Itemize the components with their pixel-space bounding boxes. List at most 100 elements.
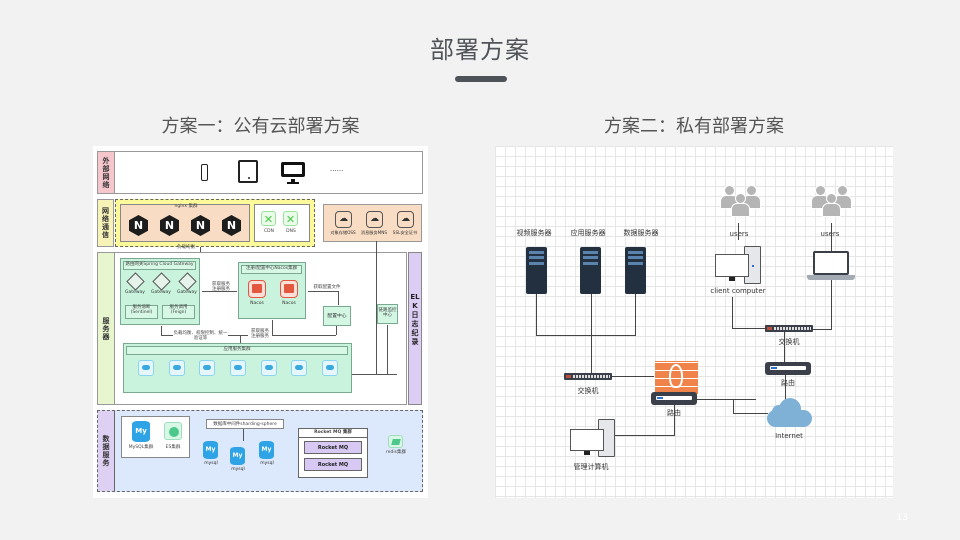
- internet-label: Internet: [775, 432, 803, 440]
- cloud-service-item: ☁消息服务MNS: [359, 209, 389, 241]
- mysql-cluster-icon: My: [132, 421, 150, 442]
- rocketmq-node: Rocket MQ: [304, 458, 362, 471]
- mysql-db-icon: My: [230, 447, 245, 465]
- nginx-cluster-label: nginx 集群: [174, 204, 198, 209]
- server-rack-icon: [580, 247, 601, 294]
- gateway-icon: [126, 272, 145, 291]
- layer-label-network: 网络通信: [101, 207, 110, 239]
- router-left-icon: [651, 392, 697, 405]
- dns-icon: ✕: [283, 211, 298, 226]
- dns-label: DNS: [286, 229, 296, 234]
- config-center: 配置中心: [323, 306, 351, 326]
- es-cluster-label: ES集群: [165, 445, 181, 450]
- gateway-node: Gateway: [176, 272, 198, 299]
- router-right-icon: [765, 362, 811, 375]
- gateway-cluster-title: 路由网关Spring Cloud Gateway: [123, 261, 196, 270]
- switch-right-icon: [765, 325, 813, 332]
- tablet-icon: [238, 160, 258, 183]
- users-left-icon: [717, 183, 762, 223]
- monitor-center: 链路监控中心: [377, 304, 398, 324]
- elk-label: ELK日志纪录: [410, 293, 420, 347]
- cdn-icon: ✕: [261, 211, 276, 226]
- private-deployment-diagram: 视频服务器 应用服务器 数据服务器 交换机 路由 管理计算机 users use…: [495, 146, 893, 498]
- mysql-label: mysql: [260, 461, 274, 466]
- server-label-app: 应用服务器: [570, 229, 606, 237]
- feign-box: 服务调用 (Feign): [162, 305, 195, 319]
- more-devices: ......: [330, 165, 344, 173]
- sentinel-box: 服务熔断 (Sentinel): [125, 305, 158, 319]
- cloud-app-icon: [172, 365, 181, 370]
- cloud-app-icon: [233, 365, 242, 370]
- cloud-service-item: ☁ SSL安全证书: [390, 209, 420, 241]
- app-service-node: [168, 360, 185, 376]
- label-gw-nacos: 获取服务 注册服务: [212, 282, 230, 292]
- cloud-service-label: SSL安全证书: [392, 230, 418, 235]
- title-underline: [455, 76, 507, 82]
- admin-computer-label: 管理计算机: [573, 463, 609, 471]
- gateway-label: Gateway: [125, 290, 145, 295]
- gateway-icon: [152, 272, 171, 291]
- router-right-label: 路由: [781, 379, 795, 387]
- redis-label: redis集群: [386, 450, 406, 455]
- app-service-node: [260, 360, 277, 376]
- redis-icon: [388, 435, 403, 448]
- cloud-services-box: ☁对象存储OSS☁消息服务MNS☁SSL安全证书: [323, 204, 422, 242]
- internet-cloud-icon: [767, 396, 812, 428]
- cloud-app-icon: [295, 365, 304, 370]
- cdn-dns-box: ✕ CDN ✕ DNS: [254, 204, 310, 242]
- switch-left-icon: [564, 373, 612, 380]
- label-nginx: 负载均衡: [177, 245, 195, 250]
- desktop-monitor-icon: [281, 162, 305, 177]
- mysql-label: mysql: [231, 467, 245, 472]
- app-service-cluster: 应用服务集群: [123, 343, 352, 393]
- nginx-icon: N: [222, 215, 241, 236]
- cloud-app-icon: [142, 365, 150, 370]
- client-computer-label: client computer: [710, 287, 766, 295]
- users-left-label: users: [726, 230, 752, 238]
- scheme1-heading: 方案一：公有云部署方案: [161, 116, 360, 137]
- page-title: 部署方案: [430, 36, 530, 64]
- layer-label-server: 服务器: [98, 253, 115, 404]
- nacos-node: Nacos: [277, 280, 301, 312]
- cloud-link-icon: ☁: [366, 211, 383, 228]
- gateway-label: Gateway: [177, 290, 197, 295]
- nacos-cluster-title: 注册/配置中心Nacos集群: [241, 265, 302, 274]
- cloud-app-icon: [325, 365, 334, 370]
- sharding-sphere-box: 数据库中间件sharding-sphere: [206, 419, 284, 429]
- app-service-node: [291, 360, 308, 376]
- es-cluster-icon: [164, 422, 182, 440]
- page-number: 13: [896, 513, 908, 523]
- elk-logging: ELK日志纪录: [408, 252, 422, 405]
- switch-left-label: 交换机: [577, 387, 599, 395]
- app-service-node: [321, 360, 338, 376]
- scheme2-heading: 方案二：私有部署方案: [604, 116, 784, 137]
- cloud-app-icon: [264, 365, 273, 370]
- server-rack-icon: [625, 247, 646, 294]
- mysql-label: mysql: [204, 461, 218, 466]
- network-layer-label-box: 网络通信: [97, 199, 114, 247]
- user-body: [822, 203, 841, 217]
- cdn-label: CDN: [264, 229, 274, 234]
- cloud-link-icon: ☁: [397, 211, 414, 228]
- cloud-link-icon: ☁: [335, 211, 352, 228]
- app-service-node: [229, 360, 246, 376]
- nginx-icon: N: [160, 215, 179, 236]
- nacos-icon-glyph: [284, 284, 294, 293]
- cloud-service-label: 对象存储OSS: [330, 230, 356, 235]
- data-layer: 数据服务 My MySQL集群 ES集群 数据库中间件sharding-sphe…: [97, 410, 423, 492]
- app-cluster-title: 应用服务集群: [126, 346, 348, 355]
- layer-label-data: 数据服务: [98, 411, 115, 491]
- nginx-icon: N: [129, 215, 148, 236]
- label-bottom-mid: 获取服务 注册服务: [248, 329, 272, 340]
- admin-computer-monitor: [570, 429, 604, 451]
- sharding-connector: [243, 429, 244, 441]
- switch-right-label: 交换机: [778, 338, 800, 346]
- gateway-node: Gateway: [124, 272, 146, 299]
- server-label-video: 视频服务器: [516, 229, 552, 237]
- firewall-icon: [655, 361, 698, 394]
- server-label-data: 数据服务器: [623, 229, 659, 237]
